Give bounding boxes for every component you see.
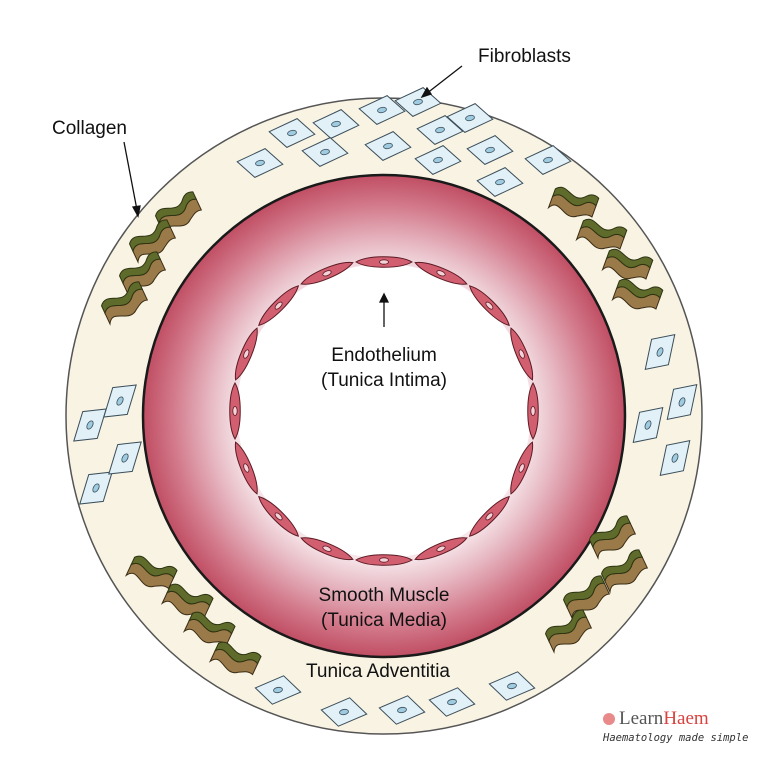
collagen-label: Collagen (52, 118, 127, 139)
endothelial-cell (355, 256, 413, 268)
tunica-adventitia-label: Tunica Adventitia (306, 661, 450, 682)
fibroblasts-label: Fibroblasts (478, 46, 571, 67)
smooth-muscle-label: Smooth Muscle (Tunica Media) (290, 583, 478, 633)
endothelial-cell (527, 382, 539, 440)
endothelial-cell (355, 554, 413, 566)
lumen (237, 264, 531, 558)
endothelium-label-line1: Endothelium (331, 345, 437, 366)
logo-tagline: Haematology made simple (603, 732, 749, 744)
logo-brand-haem: Haem (663, 708, 709, 729)
learnhaem-logo: LearnHaem Haematology made simple (603, 708, 748, 744)
smooth-muscle-label-line1: Smooth Muscle (318, 585, 450, 606)
label-arrows (123, 65, 463, 327)
logo-mark-icon (603, 713, 615, 725)
endothelial-cell (229, 382, 241, 440)
collagen-arrow (123, 141, 138, 211)
endothelium-label-line2: (Tunica Intima) (321, 370, 447, 391)
logo-brand-learn: Learn (619, 708, 664, 729)
endothelium-label: Endothelium (Tunica Intima) (300, 343, 468, 393)
smooth-muscle-label-line2: (Tunica Media) (320, 610, 447, 631)
fibroblasts-arrow (425, 65, 463, 95)
